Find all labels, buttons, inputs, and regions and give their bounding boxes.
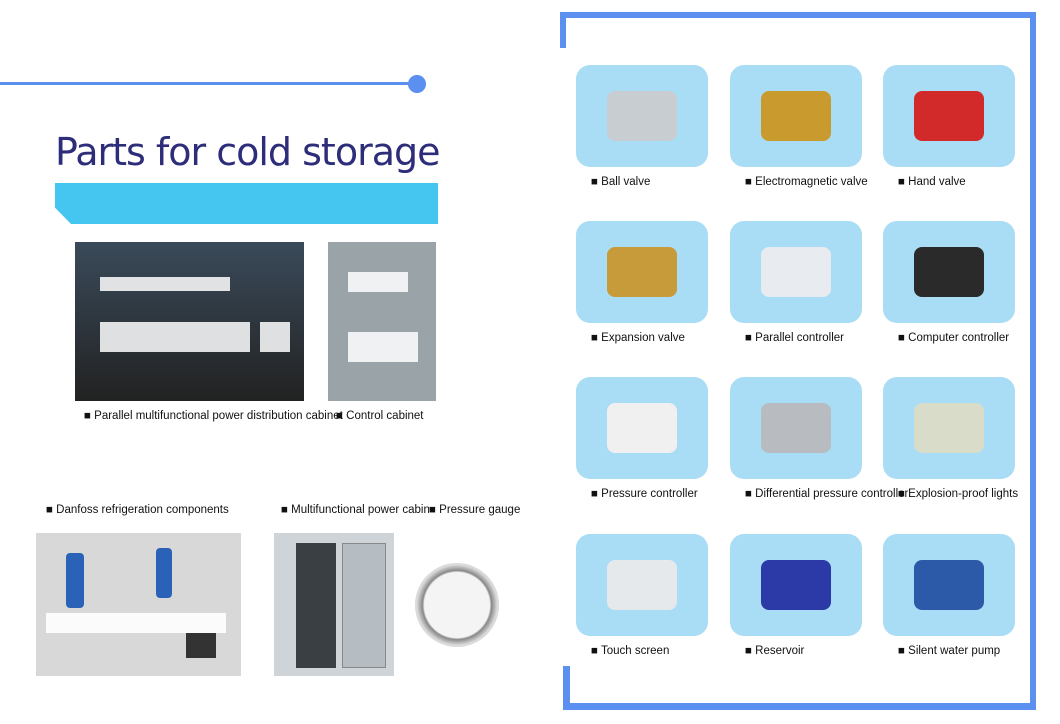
frame-left-top <box>560 12 566 48</box>
product-tile <box>576 221 708 323</box>
caption-control-cabinet: Control cabinet <box>336 410 423 422</box>
power-distribution-cabinet-image <box>75 242 304 401</box>
product-image <box>914 91 984 141</box>
product-tile <box>883 377 1015 479</box>
product-image <box>761 247 831 297</box>
caption-multifunctional-cabinet: Multifunctional power cabin <box>281 504 430 516</box>
product-caption: Reservoir <box>745 645 804 657</box>
caption-power-distribution-cabinet: Parallel multifunctional power distribut… <box>84 410 343 422</box>
product-caption: Touch screen <box>591 645 669 657</box>
product-caption: Computer controller <box>898 332 1009 344</box>
pressure-gauge-image <box>415 563 499 647</box>
product-image <box>607 560 677 610</box>
product-image <box>607 91 677 141</box>
frame-top <box>560 12 1036 18</box>
title-band <box>55 183 438 224</box>
frame-bottom <box>563 703 1036 710</box>
product-caption: Hand valve <box>898 176 966 188</box>
control-cabinet-image <box>328 242 436 401</box>
product-caption: Parallel controller <box>745 332 844 344</box>
product-tile <box>576 534 708 636</box>
decorative-line <box>0 82 415 85</box>
product-caption: Silent water pump <box>898 645 1000 657</box>
product-image <box>761 403 831 453</box>
product-tile <box>730 221 862 323</box>
product-image <box>607 403 677 453</box>
product-caption: Electromagnetic valve <box>745 176 868 188</box>
page-title: Parts for cold storage <box>55 130 440 174</box>
product-image <box>914 560 984 610</box>
product-image <box>914 403 984 453</box>
product-tile <box>730 377 862 479</box>
product-tile <box>730 534 862 636</box>
product-image <box>761 91 831 141</box>
product-tile <box>576 377 708 479</box>
decorative-dot <box>408 75 426 93</box>
product-caption: Pressure controller <box>591 488 698 500</box>
danfoss-components-image <box>36 533 241 676</box>
caption-danfoss: Danfoss refrigeration components <box>46 504 229 516</box>
product-caption: Expansion valve <box>591 332 685 344</box>
product-image <box>607 247 677 297</box>
product-tile <box>730 65 862 167</box>
caption-pressure-gauge: Pressure gauge <box>429 504 521 516</box>
product-tile <box>883 65 1015 167</box>
product-image <box>914 247 984 297</box>
product-tile <box>883 221 1015 323</box>
frame-right <box>1030 12 1036 710</box>
product-tile <box>883 534 1015 636</box>
multifunctional-cabinet-image <box>274 533 394 676</box>
frame-left-bottom <box>563 666 570 710</box>
product-image <box>761 560 831 610</box>
product-tile <box>576 65 708 167</box>
product-caption: Ball valve <box>591 176 650 188</box>
product-caption: Differential pressure controller <box>745 488 908 500</box>
product-caption: Explosion-proof lights <box>898 488 1018 500</box>
